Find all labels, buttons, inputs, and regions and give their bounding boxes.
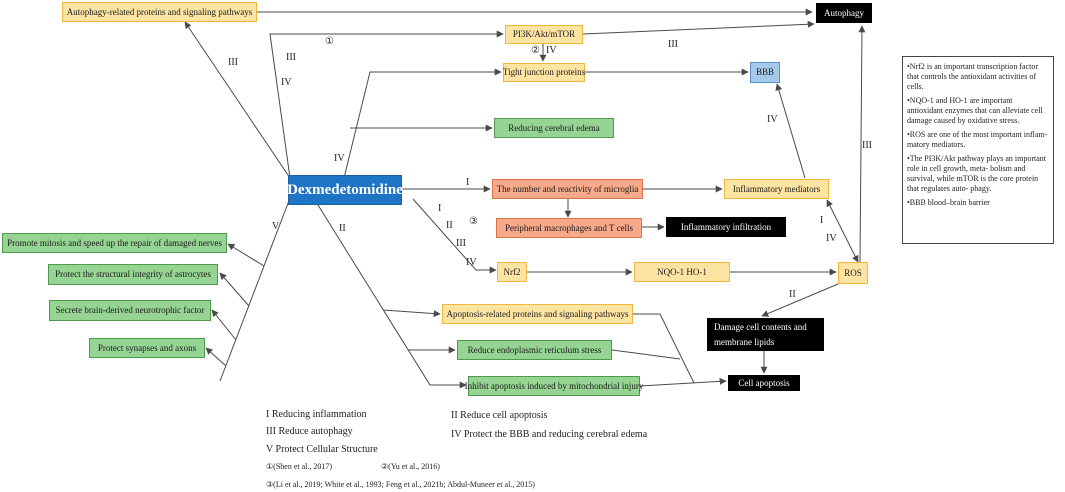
arrow-dex-to-mito-injury <box>317 204 467 389</box>
edge-label-iii-left-upper: III <box>228 57 238 68</box>
node-nqo1: NQO-1 HO-1 <box>634 262 730 282</box>
arrow-dex-to-pi3k <box>269 30 504 179</box>
node-er-stress: Reduce endoplasmic reticulum stress <box>457 340 612 360</box>
node-bbb: BBB <box>750 62 780 83</box>
node-inflammatory-mediators: Inflammatory mediators <box>724 179 829 199</box>
note-nrf2: •Nrf2 is an important transcription fact… <box>907 62 1038 91</box>
node-cell-apoptosis: Cell apoptosis <box>728 375 800 391</box>
node-nrf2: Nrf2 <box>497 262 527 282</box>
edge-label-iii-lower: III <box>456 238 466 249</box>
edge-label-iv-pi3k: IV <box>546 45 557 56</box>
node-ros: ROS <box>838 262 868 284</box>
arrow-mediators-to-bbb <box>775 83 806 179</box>
edge-label-i-microglia: I <box>466 177 470 188</box>
node-mito-injury: Inhibit apoptosis induced by mitochondri… <box>465 376 643 396</box>
arrow-to-apoptosis-proteins <box>382 309 441 318</box>
node-astrocytes: Protect the structural integrity of astr… <box>48 264 218 285</box>
reference-2: ②(Yu et al., 2016) <box>381 462 440 471</box>
node-pi3k: PI3K/Akt/mTOR <box>505 25 583 44</box>
edge-label-ii-center: II <box>339 223 346 234</box>
arrow-ros-mediators <box>826 199 859 263</box>
edge-label-iv-ros: IV <box>826 233 837 244</box>
edge-label-iv-left: IV <box>281 77 292 88</box>
notes-box: •Nrf2 is an important transcription fact… <box>902 56 1054 244</box>
line-er-stress-to-apoptosis <box>611 349 681 360</box>
legend-v: V Protect Cellular Structure <box>266 444 378 455</box>
note-pi3k: •The PI3K/Akt pathway plays an important… <box>907 154 1046 193</box>
node-apoptosis-proteins: Apoptosis-related proteins and signaling… <box>442 304 633 324</box>
edge-label-iv-bbb: IV <box>767 114 778 125</box>
branch-line-v <box>219 197 291 382</box>
note-bbb: •BBB blood–brain barrier <box>907 198 990 207</box>
line-apoptosis-proteins-to-apoptosis <box>633 313 695 384</box>
edge-label-i-ros: I <box>820 215 824 226</box>
node-damage-cell: Damage cell contents and membrane lipids <box>707 318 824 351</box>
edge-label-iii-ros: III <box>862 140 872 151</box>
note-ros: •ROS are one of the most important infla… <box>907 130 1048 149</box>
node-macrophages: Peripheral macrophages and T cells <box>496 218 642 238</box>
arrow-pi3k-to-autophagy <box>582 20 815 35</box>
edge-label-v: V <box>272 221 280 232</box>
legend-iii: III Reduce autophagy <box>266 426 353 437</box>
arrow-dex-to-tight-junction <box>343 68 502 179</box>
node-inflammatory-infiltration: Inflammatory infiltration <box>666 217 786 237</box>
node-tight-junction: Tight junction proteins <box>503 63 585 82</box>
edge-label-ii-ros: II <box>789 289 796 300</box>
legend-ii: II Reduce cell apoptosis <box>451 410 548 421</box>
edge-label-iii-left-lower: III <box>286 52 296 63</box>
node-cerebral-edema: Reducing cerebral edema <box>494 118 614 138</box>
node-synapses: Protect synapses and axons <box>89 338 205 358</box>
arrow-to-bdnf <box>211 309 237 341</box>
legend-iv: IV Protect the BBB and reducing cerebral… <box>451 429 648 440</box>
arrow-to-synapses <box>205 347 227 367</box>
edge-label-ref2: ② <box>531 45 540 56</box>
arrow-to-astrocytes <box>219 272 250 307</box>
node-autophagy: Autophagy <box>816 3 872 23</box>
arrow-ros-to-autophagy <box>858 25 866 263</box>
edge-label-iii-pi3k: III <box>668 39 678 50</box>
node-promote-mitosis: Promote mitosis and speed up the repair … <box>2 233 227 253</box>
node-microglia: The number and reactivity of microglia <box>492 179 643 199</box>
arrow-to-promote-mitosis <box>227 243 265 267</box>
node-autophagy-proteins: Autophagy-related proteins and signaling… <box>62 2 257 22</box>
edge-label-ii-lower: II <box>446 220 453 231</box>
edge-label-iv-lower: IV <box>466 257 477 268</box>
edge-label-i-lower: I <box>438 203 442 214</box>
edge-label-ref3: ③ <box>469 216 478 227</box>
edge-label-ref1: ① <box>325 36 334 47</box>
note-nqo1: •NQO-1 and HO-1 are important antioxidan… <box>907 96 1043 125</box>
legend-i: I Reducing inflammation <box>266 409 367 420</box>
arrow-dex-to-autophagy-proteins <box>184 21 291 179</box>
reference-3: ③(Li et al., 2019; White et al., 1993; F… <box>266 480 535 489</box>
arrow-mito-to-apoptosis <box>639 377 727 387</box>
node-bdnf: Secrete brain-derived neurotrophic facto… <box>49 300 211 321</box>
edge-label-iv-edema: IV <box>334 153 345 164</box>
reference-1: ①(Shen et al., 2017) <box>266 462 333 471</box>
center-dexmedetomidine: Dexmedetomidine <box>287 175 403 205</box>
arrow-ros-to-damage-cell <box>761 283 839 317</box>
arrow-dex-to-nrf2 <box>412 198 497 274</box>
